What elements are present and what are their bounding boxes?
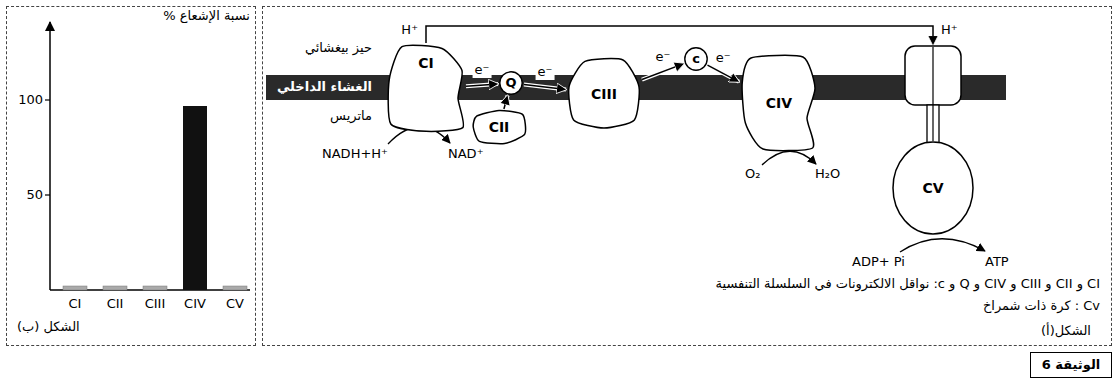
molecule-label: ATP bbox=[985, 254, 1009, 270]
electron-transfer-arrow bbox=[504, 96, 508, 109]
y-tick bbox=[45, 194, 50, 195]
proton-flow-arrow bbox=[426, 26, 933, 45]
category-label: CI bbox=[69, 296, 82, 312]
node-label: الشكل (ب) bbox=[17, 319, 80, 335]
node-label: Q bbox=[505, 75, 516, 91]
molecule-label: O₂ bbox=[745, 166, 760, 182]
connector-casing bbox=[426, 26, 933, 45]
tick-label: 50 bbox=[26, 187, 43, 203]
connector-casing bbox=[707, 65, 739, 82]
complex-iv: CIV bbox=[739, 53, 819, 153]
region-label: ماتريس bbox=[330, 108, 372, 124]
membrane-label: الغشاء الداخلي bbox=[277, 79, 372, 95]
connector-casing bbox=[504, 96, 508, 109]
molecule-label: H₂O bbox=[815, 166, 840, 182]
figure-panel: CI Q CII CIII cCIV CV الشكل(أ) bbox=[262, 6, 1112, 346]
node-label: CIV bbox=[766, 95, 792, 111]
bar bbox=[103, 286, 127, 290]
connector-label: H⁺ bbox=[939, 22, 960, 38]
connector-label: e⁻ bbox=[473, 62, 492, 78]
node-label: c bbox=[692, 51, 700, 67]
region-label: حيز بيغشائي bbox=[305, 40, 372, 56]
complex-ii: CII bbox=[471, 109, 527, 145]
molecule-label: NAD⁺ bbox=[448, 146, 484, 162]
complex-i: CI bbox=[386, 43, 466, 135]
node-label: CI bbox=[418, 55, 433, 71]
bar bbox=[63, 286, 87, 290]
electron-transfer-arrow bbox=[466, 84, 498, 86]
chart-panel: الشكل (ب) bbox=[6, 6, 256, 346]
connector-label: e⁻ bbox=[714, 50, 733, 66]
y-axis bbox=[49, 22, 51, 290]
ubiquinone-carrier: Q bbox=[499, 71, 523, 95]
y-tick bbox=[45, 99, 50, 100]
atp-synthesis-arrow bbox=[900, 239, 985, 252]
complex-iii: CIII bbox=[566, 57, 642, 131]
proton-label: H⁺ bbox=[401, 22, 418, 38]
node-label: الوثيقة 6 bbox=[1042, 357, 1101, 373]
category-label: CV bbox=[226, 296, 244, 312]
category-label: CII bbox=[107, 296, 124, 312]
bar bbox=[183, 106, 207, 290]
molecule-label: NADH+H⁺ bbox=[322, 146, 388, 162]
bar bbox=[143, 286, 167, 290]
axis-title: نسبة الإشعاع % bbox=[163, 8, 250, 24]
connector-casing bbox=[642, 64, 684, 80]
electron-transfer-arrow bbox=[642, 64, 684, 80]
connector-label: e⁻ bbox=[653, 49, 672, 65]
atp-synthase: CV bbox=[891, 45, 975, 241]
electron-transfer-arrow bbox=[524, 85, 566, 90]
node-label: CIII bbox=[591, 86, 617, 102]
node-label: CV bbox=[922, 180, 943, 196]
connector-casing bbox=[466, 84, 498, 86]
bar bbox=[223, 286, 247, 290]
document-tag: الوثيقة 6 bbox=[1030, 352, 1112, 378]
category-label: CIII bbox=[145, 296, 166, 312]
atp-synthase-outline bbox=[891, 45, 975, 241]
molecule-label: ADP+ Pi bbox=[852, 254, 905, 270]
tick-label: 100 bbox=[18, 92, 43, 108]
connector-label: e⁻ bbox=[536, 64, 555, 80]
electron-transfer-arrow bbox=[707, 65, 739, 82]
connector-casing bbox=[524, 85, 566, 90]
cytochrome-c: c bbox=[684, 47, 708, 71]
key-note: CI و CII و CIII و CIV و Q و c: نواقل الا… bbox=[716, 276, 1101, 292]
node-label: CII bbox=[489, 119, 510, 135]
oxygen-reduction-arrow bbox=[762, 151, 816, 165]
node-label: الشكل(أ) bbox=[1041, 323, 1091, 339]
key-note: Cv : كرة ذات شمراخ bbox=[983, 298, 1100, 314]
category-label: CIV bbox=[184, 296, 206, 312]
